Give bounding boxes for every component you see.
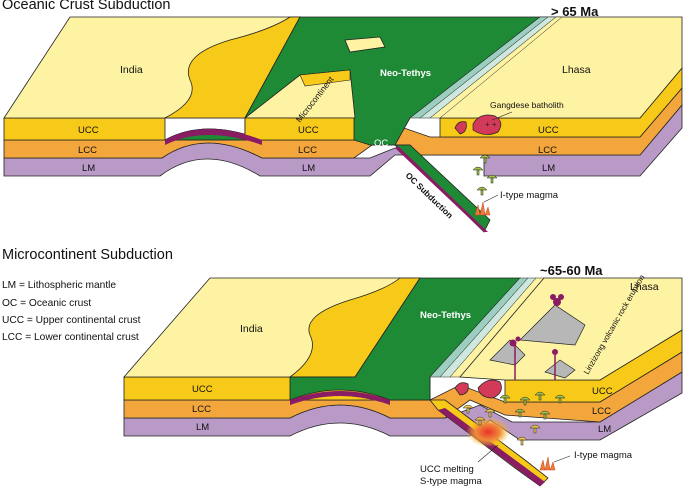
- panel-1-lcc-mid: LCC: [298, 145, 317, 156]
- panel-2-lcc-right: LCC: [592, 406, 611, 417]
- volcano-icon: [519, 304, 586, 346]
- panel-1-gangdese-label: Gangdese batholith: [490, 100, 564, 110]
- panel-1-lm-right: LM: [542, 163, 555, 174]
- panel-1-title: Oceanic Crust Subduction: [2, 0, 171, 13]
- panel-2-ucc-left: UCC: [192, 384, 213, 395]
- panel-1-block: + +: [3, 16, 683, 233]
- panel-1-ucc-mid: UCC: [298, 125, 319, 136]
- melt-glow: [466, 417, 510, 447]
- panel-2-i-type-label: I-type magma: [574, 450, 633, 461]
- panel-2-ucc-melting-label: UCC melting: [420, 464, 474, 475]
- flame-icon: [474, 201, 491, 216]
- panel-1-lhasa-label: Lhasa: [562, 64, 591, 76]
- panel-1-neo-tethys-label: Neo-Tethys: [380, 68, 431, 79]
- panel-2-title: Microcontinent Subduction: [2, 247, 173, 263]
- panel-1-lcc-right: LCC: [538, 145, 557, 156]
- panel-1-ucc-left: UCC: [78, 125, 99, 136]
- legend-item-lcc: LCC = Lower continental crust: [2, 332, 139, 343]
- panel-1-oc-label: OC: [374, 138, 388, 149]
- panel-2-neo-tethys: [289, 277, 521, 401]
- legend-item-lm: LM = Lithospheric mantle: [2, 280, 117, 291]
- panel-1-age: > 65 Ma: [551, 4, 599, 19]
- panel-2-block: [123, 277, 683, 487]
- panel-2-india-label: India: [240, 323, 263, 335]
- panel-1-batholith: [472, 114, 502, 135]
- panel-2-lm-right: LM: [598, 424, 611, 435]
- panel-1-island: [344, 36, 386, 53]
- legend-item-oc: OC = Oceanic crust: [2, 298, 92, 309]
- panel-2-neo-tethys-label: Neo-Tethys: [420, 310, 471, 321]
- panel-2-lm-left: LM: [196, 422, 209, 433]
- panel-1-india-label: India: [120, 64, 143, 76]
- panel-1-lm-left: LM: [82, 163, 95, 174]
- panel-2-lhasa-label: Lhasa: [630, 281, 659, 293]
- panel-1-lcc-left: LCC: [78, 145, 97, 156]
- panel-1-lm-mid: LM: [302, 163, 315, 174]
- panel-2-s-type-label: S-type magma: [420, 476, 482, 487]
- svg-text:+ +: + +: [485, 120, 497, 129]
- panel-2-lcc-left: LCC: [192, 404, 211, 415]
- panel-1-i-type-label: I-type magma: [500, 190, 559, 201]
- panel-1-ucc-right: UCC: [538, 125, 559, 136]
- legend-item-ucc: UCC = Upper continental crust: [2, 315, 141, 326]
- panel-2-age: ~65-60 Ma: [540, 263, 603, 278]
- panel-2-ucc-right: UCC: [592, 386, 613, 397]
